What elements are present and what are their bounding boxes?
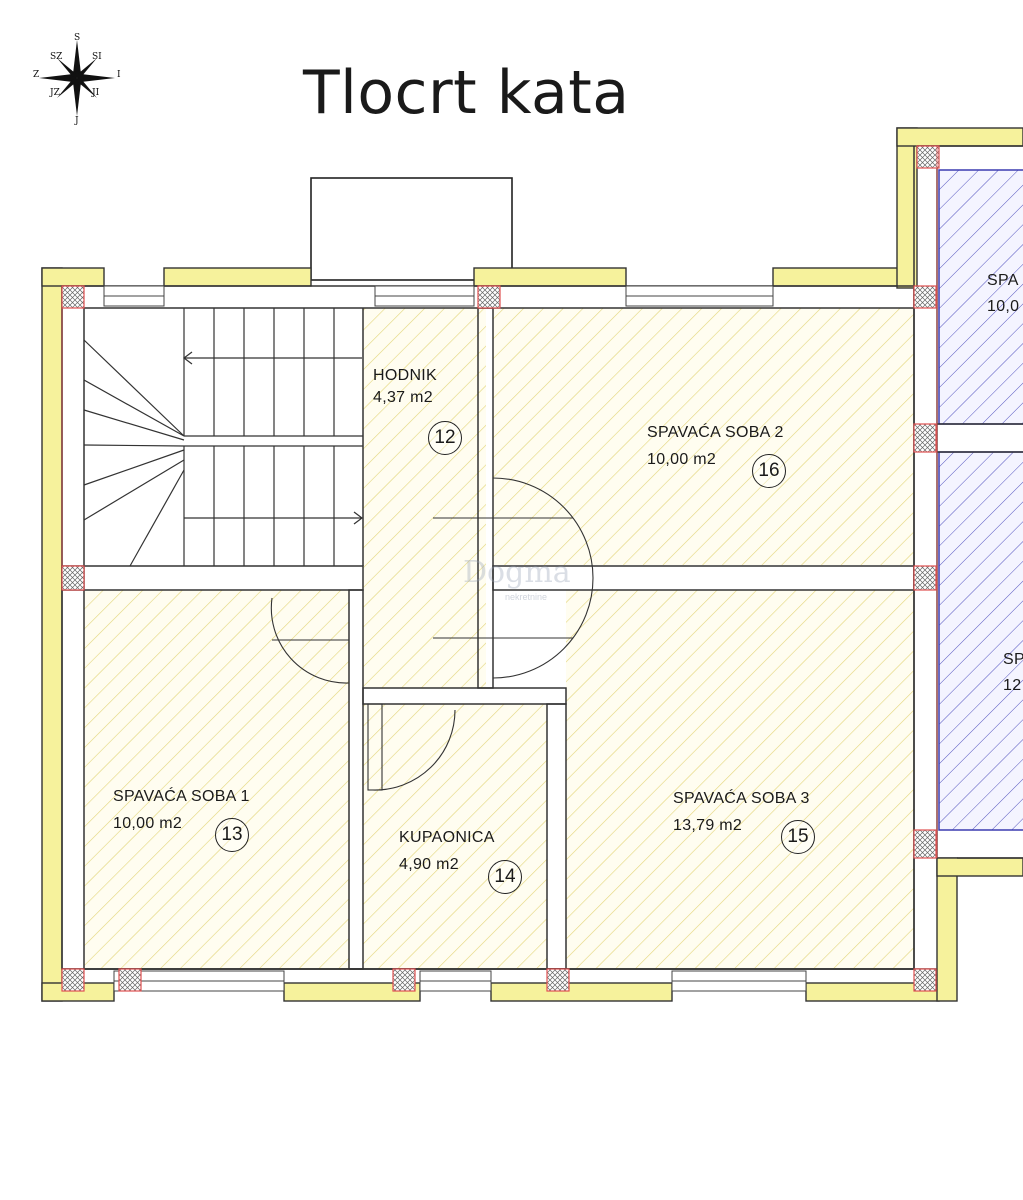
room-fill-kupaonica	[363, 704, 547, 969]
room-fill-soba2	[493, 308, 914, 565]
room-area-kupaonica: 4,90 m2	[399, 856, 459, 873]
cut-room-name-mid: SP	[1003, 651, 1023, 668]
guide-lines	[61, 146, 938, 858]
balcony-outline	[310, 177, 513, 281]
compass-label-n: S	[74, 33, 81, 43]
room-fill-hodnik	[363, 308, 486, 688]
room-name-hodnik: HODNIK	[373, 367, 438, 384]
staircase	[83, 308, 363, 567]
room-number-soba3: 15	[781, 820, 815, 854]
compass-label-s: J	[75, 116, 79, 126]
room-name-soba3: SPAVAĆA SOBA 3	[673, 790, 810, 807]
compass-label-w: Z	[33, 70, 40, 80]
room-name-soba1: SPAVAĆA SOBA 1	[113, 788, 250, 805]
stairwell-area	[84, 308, 363, 566]
room-area-soba2: 10,00 m2	[647, 451, 717, 468]
neighbour-room-bottom	[938, 451, 1023, 831]
compass-label-e: I	[117, 70, 121, 80]
neighbour-room-top	[938, 169, 1023, 425]
room-area-soba1: 10,00 m2	[113, 815, 183, 832]
cut-room-area-top: 10,0	[987, 298, 1020, 315]
columns	[61, 145, 940, 992]
cut-room-name-top: SPA	[987, 272, 1019, 289]
room-number-soba1: 13	[215, 818, 249, 852]
room-number-soba2: 16	[752, 454, 786, 488]
room-name-kupaonica: KUPAONICA	[399, 829, 495, 846]
compass-label-se: JI	[92, 88, 100, 98]
room-name-soba2: SPAVAĆA SOBA 2	[647, 424, 784, 441]
room-number-kupaonica: 14	[488, 860, 522, 894]
door-swings	[270, 477, 594, 791]
room-area-soba3: 13,79 m2	[673, 817, 743, 834]
compass-label-sw: JZ	[50, 88, 60, 98]
room-fill-soba3	[566, 590, 914, 969]
compass-label-ne: SI	[92, 52, 102, 62]
room-area-hodnik: 4,37 m2	[373, 389, 433, 406]
watermark-tagline: nekretnine	[505, 592, 548, 602]
watermark-brand: Dogma	[463, 555, 571, 590]
cut-room-area-mid: 12	[1003, 677, 1022, 694]
windows	[103, 285, 807, 992]
room-number-hodnik: 12	[428, 421, 462, 455]
compass-icon	[39, 40, 115, 116]
compass-label-nw: SZ	[50, 52, 63, 62]
room-fill-soba1	[84, 590, 349, 969]
page-title: Tlocrt kata	[303, 58, 630, 128]
